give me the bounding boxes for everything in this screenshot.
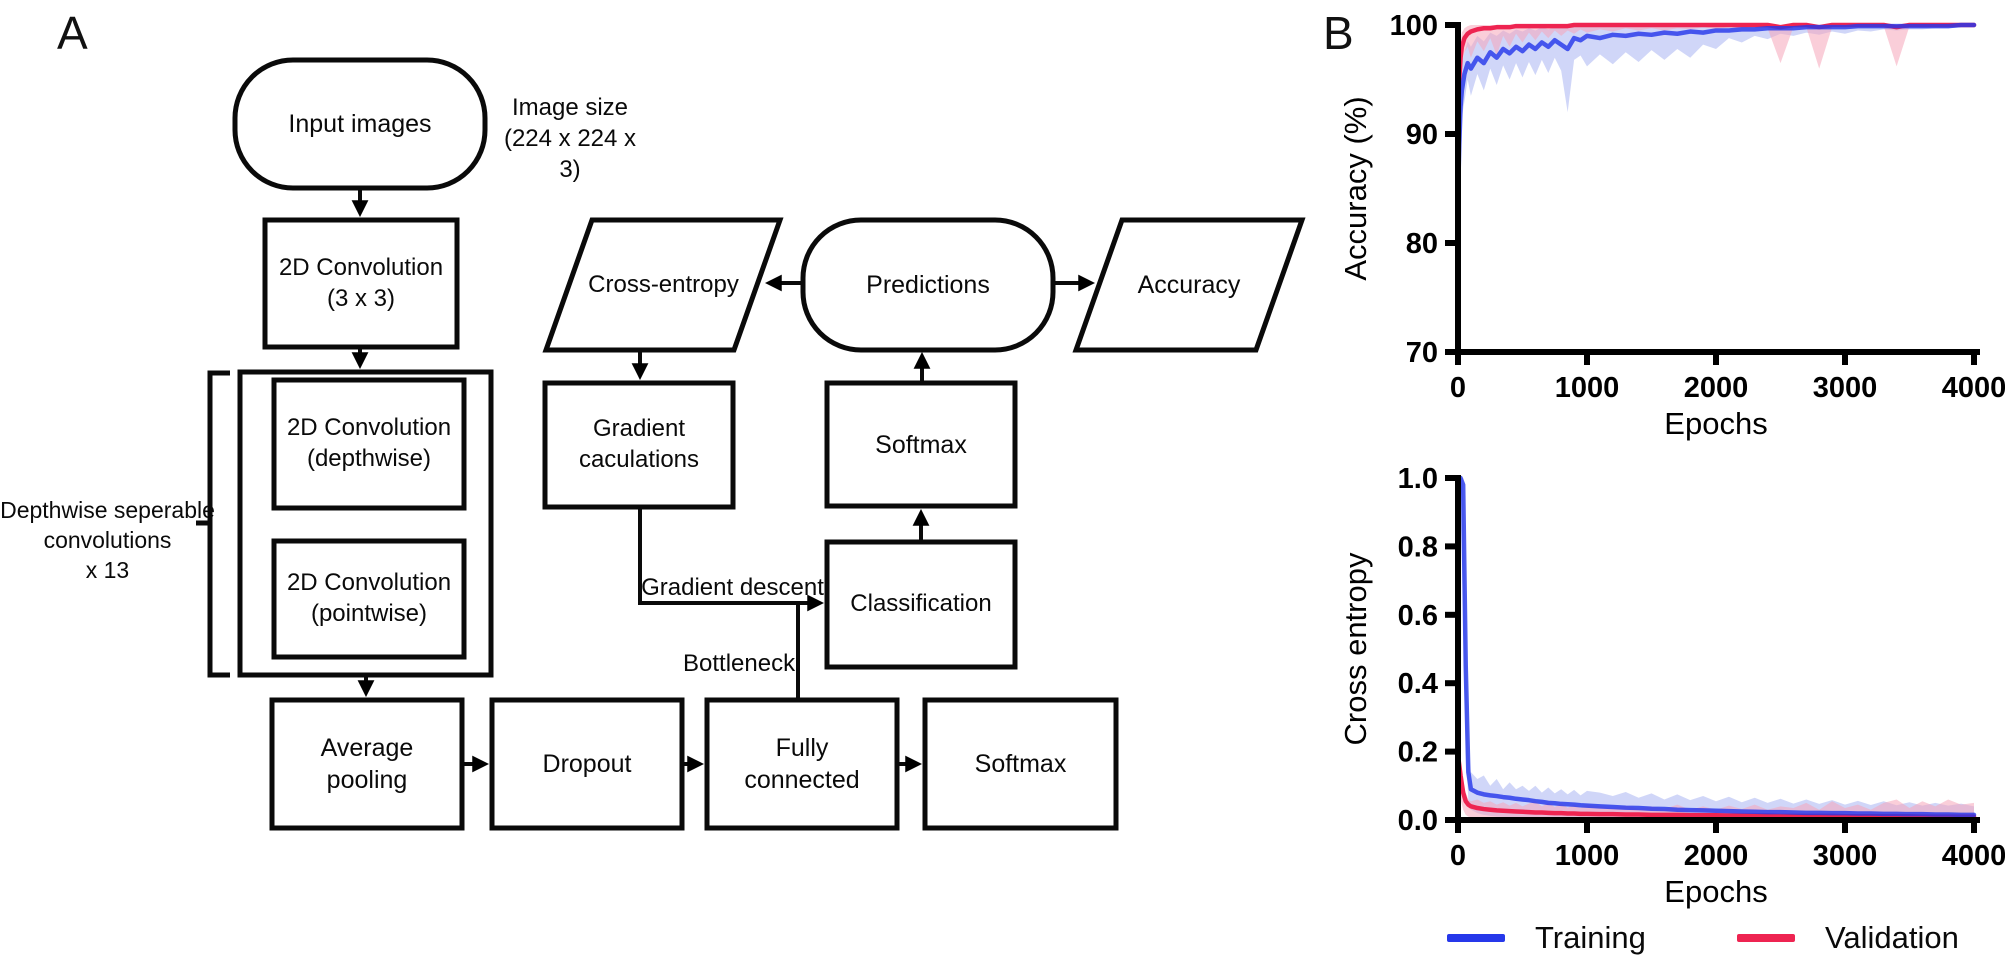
gradient-calculations-label: Gradient caculations [578,415,700,473]
y-tick-label: 0.6 [1398,600,1438,632]
x-tick-label: 4000 [1942,840,2005,872]
input-images-label: Input images [288,110,432,138]
gradient-calculations-box [542,380,736,510]
average-pooling-box [269,697,465,831]
x-tick-label: 1000 [1555,840,1620,872]
training-legend-label: Training [1535,920,1646,955]
softmax-output-label: Softmax [974,750,1067,778]
x-tick-label: 0 [1450,840,1466,872]
softmax-label: Softmax [875,430,967,459]
dropout-label: Dropout [542,750,632,778]
x-tick-label: 3000 [1813,840,1878,872]
validation-legend-label: Validation [1825,920,1959,955]
line-training [1455,475,1977,818]
y-tick-label: 0.2 [1398,737,1438,769]
y-tick-label: 90 [1406,119,1438,151]
conv-pointwise-label: 2D Convolution (pointwise) [286,569,452,627]
cross-entropy-shape [542,217,784,353]
y-tick-label: 70 [1406,337,1438,369]
connectors [351,188,1096,773]
y-axis-title: Accuracy (%) [1338,96,1373,280]
legend-item-training: Training [1447,918,1646,958]
x-axis-title: Epochs [1664,874,1767,909]
y-tick-label: 0.0 [1398,805,1438,837]
x-tick-label: 2000 [1684,372,1749,404]
band-training [1458,478,1974,819]
line-validation [1455,752,1977,819]
panel-b-label: B [1323,7,1354,59]
conv2d-label: 2D Convolution (3 x 3) [278,253,444,312]
softmax-box [824,380,1018,509]
conv-pointwise-box [271,538,467,660]
y-tick-label: 0.4 [1398,668,1438,700]
x-tick-label: 3000 [1813,372,1878,404]
fully-connected-label: Fully connected [744,734,860,794]
conv-depthwise-label: 2D Convolution (depthwise) [286,414,452,472]
validation-legend-swatch [1737,934,1795,942]
predictions-label: Predictions [866,271,990,299]
line-training [1455,22,1977,202]
y-axis-title: Cross entropy [1338,552,1373,745]
y-tick-label: 1.0 [1398,463,1438,495]
x-tick-label: 1000 [1555,372,1620,404]
x-tick-label: 2000 [1684,840,1749,872]
legend-item-validation: Validation [1737,918,1959,958]
y-tick-label: 100 [1390,10,1438,42]
panel-a-label: A [57,7,88,59]
conv2d-box [262,217,460,350]
fully-connected-box [704,697,900,831]
conv-depthwise-box [271,377,467,511]
input-images-shape [232,57,488,191]
training-legend-swatch [1447,934,1505,942]
depthwise-bracket [196,370,230,678]
average-pooling-label: Average pooling [320,734,414,794]
predictions-shape [800,217,1056,353]
dropout-box [489,697,685,831]
cross-entropy-chart: 0 1000 2000 3000 4000 0.0 0.2 0.4 0.6 0.8 1.0Epoch… [1338,463,2005,909]
accuracy-label: Accuracy [1137,271,1241,299]
gradient-descent-label: Gradient descent [641,574,824,601]
arrow-gradient-descent [638,507,825,612]
y-tick-label: 0.8 [1398,531,1438,563]
accuracy-shape [1072,217,1306,353]
classification-label: Classification [850,590,992,618]
x-tick-label: 4000 [1942,372,2005,404]
x-axis-title: Epochs [1664,406,1767,441]
shapes [196,57,1306,831]
x-tick-label: 0 [1450,372,1466,404]
cross-entropy-label: Cross-entropy [588,270,739,298]
y-tick-label: 80 [1406,228,1438,260]
classification-box [824,539,1018,670]
flowchart-canvas [196,57,1306,831]
depthwise-annotation: Depthwise seperable convolutions x 13 [0,497,215,583]
image-size-note: Image size (224 x 224 x 3) [503,94,637,184]
bottleneck-label: Bottleneck [683,650,796,677]
band-validation [1458,25,1974,124]
softmax-output-box [922,697,1119,831]
